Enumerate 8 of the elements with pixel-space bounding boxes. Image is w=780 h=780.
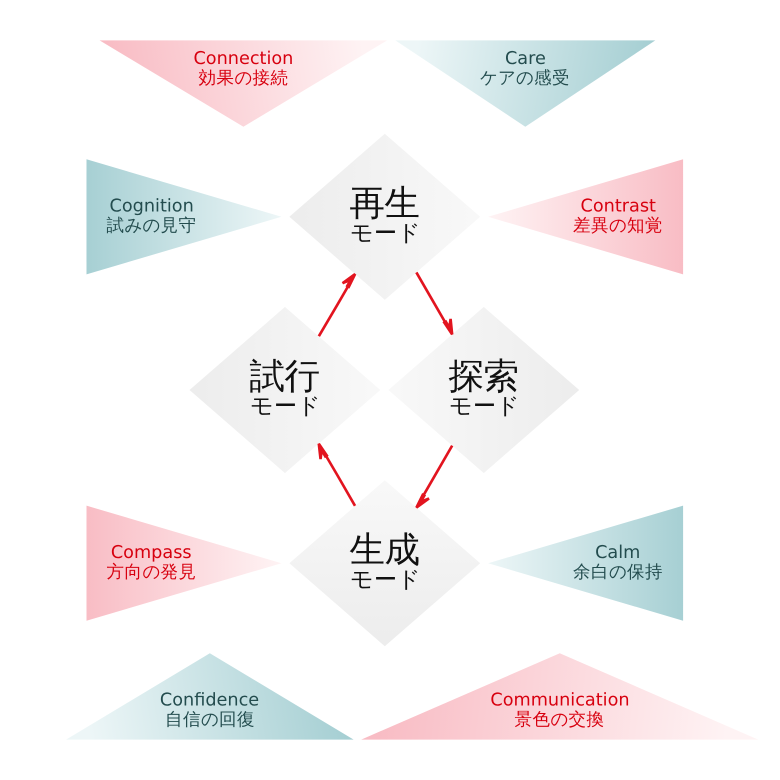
arrow xyxy=(318,272,356,337)
node-diamond: 試行 モード xyxy=(190,306,380,474)
node-diamond: 再生 モード xyxy=(289,134,480,300)
arrow xyxy=(415,444,454,509)
node-diamond: 生成 モード xyxy=(289,480,480,646)
arrow xyxy=(317,442,356,506)
node-diamond: 探索 モード xyxy=(388,306,580,474)
arrow xyxy=(415,272,454,336)
